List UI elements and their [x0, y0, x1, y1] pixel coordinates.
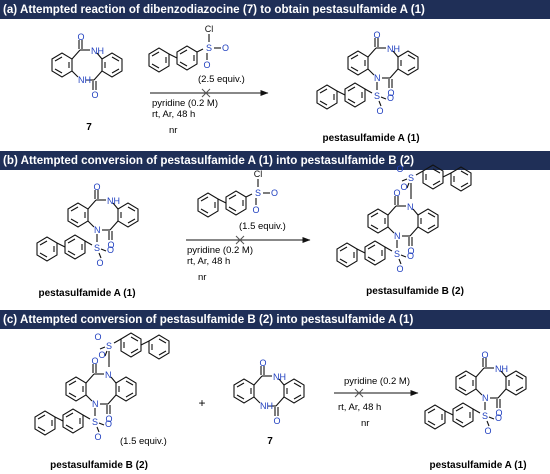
- atom-o: O: [94, 432, 101, 442]
- panel-a-reactant-7: O NH NH O: [51, 32, 123, 100]
- panel-c-reactant1-equiv: (1.5 equiv.): [120, 436, 167, 447]
- panel-a-product-label: pestasulfamide A (1): [322, 133, 419, 144]
- atom-s: S: [206, 43, 212, 53]
- atom-s: S: [408, 173, 414, 183]
- panel-a-condition-solvent: pyridine (0.2 M): [152, 98, 218, 109]
- panel-a-reactant-label: 7: [86, 122, 92, 133]
- atom-n: N: [105, 370, 112, 380]
- atom-cl: Cl: [205, 24, 214, 34]
- atom-o: O: [481, 350, 488, 360]
- atom-nh: NH: [260, 401, 273, 411]
- atom-n: N: [92, 399, 99, 409]
- atom-o: O: [376, 106, 383, 116]
- atom-o: O: [400, 182, 407, 192]
- panel-c-condition-solvent: pyridine (0.2 M): [344, 376, 410, 387]
- atom-n: N: [394, 231, 401, 241]
- atom-o: O: [91, 356, 98, 366]
- atom-s: S: [482, 411, 488, 421]
- atom-o: O: [96, 258, 103, 268]
- atom-o: O: [407, 251, 414, 261]
- atom-nh: NH: [91, 46, 104, 56]
- atom-nh: NH: [495, 364, 508, 374]
- panel-a-outcome: nr: [169, 125, 177, 136]
- panel-b-outcome: nr: [198, 272, 206, 283]
- atom-o: O: [396, 264, 403, 274]
- atom-s: S: [106, 341, 112, 351]
- atom-nh: NH: [387, 44, 400, 54]
- atom-n: N: [94, 225, 101, 235]
- atom-n: N: [407, 202, 414, 212]
- panel-b-condition-temp: rt, Ar, 48 h: [187, 256, 230, 267]
- panel-a-reagent-sulfonyl-chloride: S Cl O O: [148, 24, 229, 73]
- panel-c-reactant2-label: 7: [267, 436, 273, 447]
- panel-c-reactant1-label: pestasulfamide B (2): [50, 460, 148, 471]
- atom-o: O: [495, 408, 502, 418]
- atom-o: O: [107, 245, 114, 255]
- panel-b-reagent-sulfonyl-chloride: S Cl O O: [197, 169, 278, 218]
- atom-o: O: [203, 60, 210, 70]
- panel-c-reactant-7: O NH NH O: [233, 358, 305, 426]
- panel-a-no-reaction-cross: [201, 88, 211, 98]
- atom-s: S: [255, 188, 261, 198]
- atom-o: O: [393, 188, 400, 198]
- panel-c-title: (c) Attempted conversion of pestasulfami…: [0, 310, 550, 329]
- atom-o: O: [273, 416, 280, 426]
- atom-s: S: [94, 243, 100, 253]
- atom-s: S: [92, 417, 98, 427]
- panel-b-reactant-pestasulfamide-a: O NH N O S O O: [36, 182, 139, 268]
- panel-a-title: (a) Attempted reaction of dibenzodiazoci…: [0, 0, 550, 19]
- atom-o: O: [373, 30, 380, 40]
- atom-o: O: [387, 93, 394, 103]
- atom-o: O: [407, 246, 414, 256]
- panel-b-product-pestasulfamide-b: O N N O S O O S O O: [336, 164, 472, 274]
- atom-o: O: [94, 332, 101, 342]
- panel-c-plus-sign: +: [198, 396, 205, 410]
- atom-o: O: [495, 413, 502, 423]
- atom-nh: NH: [78, 75, 91, 85]
- atom-o: O: [387, 88, 394, 98]
- atom-o: O: [77, 32, 84, 42]
- atom-o: O: [98, 350, 105, 360]
- panel-b-product-label: pestasulfamide B (2): [366, 286, 464, 297]
- panel-c-product-label: pestasulfamide A (1): [429, 460, 526, 471]
- atom-cl: Cl: [254, 169, 263, 179]
- atom-o: O: [259, 358, 266, 368]
- panel-c-condition-temp: rt, Ar, 48 h: [338, 402, 381, 413]
- atom-o: O: [252, 205, 259, 215]
- panel-b-no-reaction-cross: [235, 235, 245, 245]
- atom-o: O: [105, 414, 112, 424]
- atom-s: S: [394, 249, 400, 259]
- panel-a-condition-temp: rt, Ar, 48 h: [152, 109, 195, 120]
- atom-o: O: [222, 43, 229, 53]
- atom-o: O: [396, 164, 403, 174]
- atom-o: O: [93, 182, 100, 192]
- atom-nh: NH: [107, 196, 120, 206]
- atom-o: O: [91, 90, 98, 100]
- atom-nh: NH: [273, 372, 286, 382]
- panel-b-reactant-label: pestasulfamide A (1): [38, 288, 135, 299]
- atom-o: O: [107, 240, 114, 250]
- panel-a-product-pestasulfamide-a: O NH N O S O O: [316, 30, 419, 116]
- panel-b-condition-solvent: pyridine (0.2 M): [187, 245, 253, 256]
- panel-c-reactant-pestasulfamide-b: O N N O S O O S O O: [34, 332, 170, 442]
- atom-o: O: [484, 426, 491, 436]
- panel-c-product-pestasulfamide-a: O NH N O S O O: [424, 350, 527, 436]
- panel-c-outcome: nr: [361, 418, 369, 429]
- panel-b-reagent-equiv: (1.5 equiv.): [239, 221, 286, 232]
- atom-n: N: [482, 393, 489, 403]
- panel-a-reagent-equiv: (2.5 equiv.): [198, 74, 245, 85]
- atom-s: S: [374, 91, 380, 101]
- panel-b-title: (b) Attempted conversion of pestasulfami…: [0, 151, 550, 170]
- atom-o: O: [271, 188, 278, 198]
- panel-c-no-reaction-cross: [354, 388, 364, 398]
- atom-o: O: [105, 419, 112, 429]
- atom-n: N: [374, 73, 381, 83]
